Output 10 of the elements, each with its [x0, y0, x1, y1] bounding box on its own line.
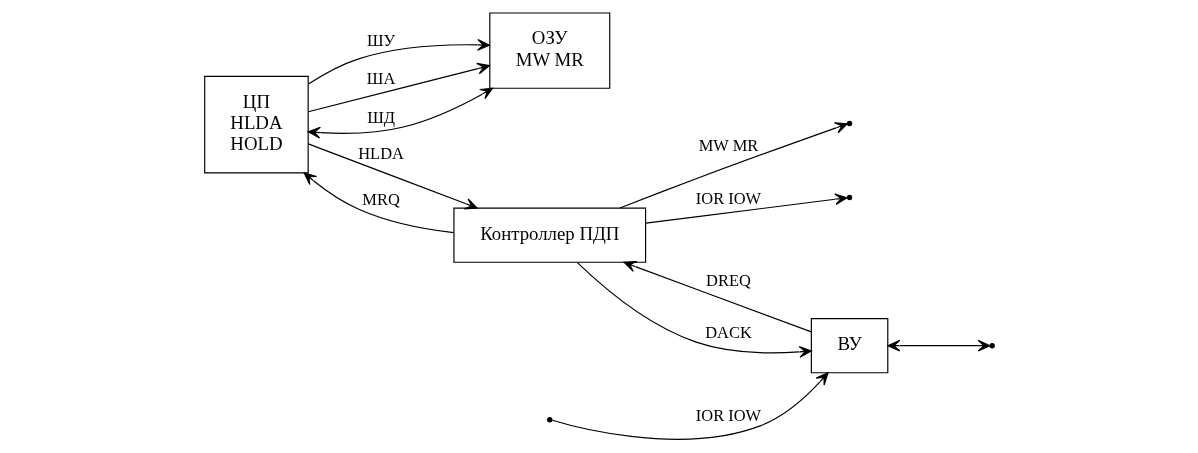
edge-label: IOR IOW: [695, 188, 761, 208]
edge-label: DACK: [704, 322, 752, 342]
edge-label: ША: [366, 68, 395, 88]
edge-label: MW MR: [698, 135, 758, 155]
edge-label: HLDA: [357, 143, 404, 163]
edge-label: MRQ: [361, 189, 400, 209]
edge-label: DREQ: [705, 270, 751, 290]
edge-label: IOR IOW: [695, 406, 761, 426]
edge-label: ШУ: [366, 31, 395, 51]
edge-label: ШД: [366, 107, 395, 127]
